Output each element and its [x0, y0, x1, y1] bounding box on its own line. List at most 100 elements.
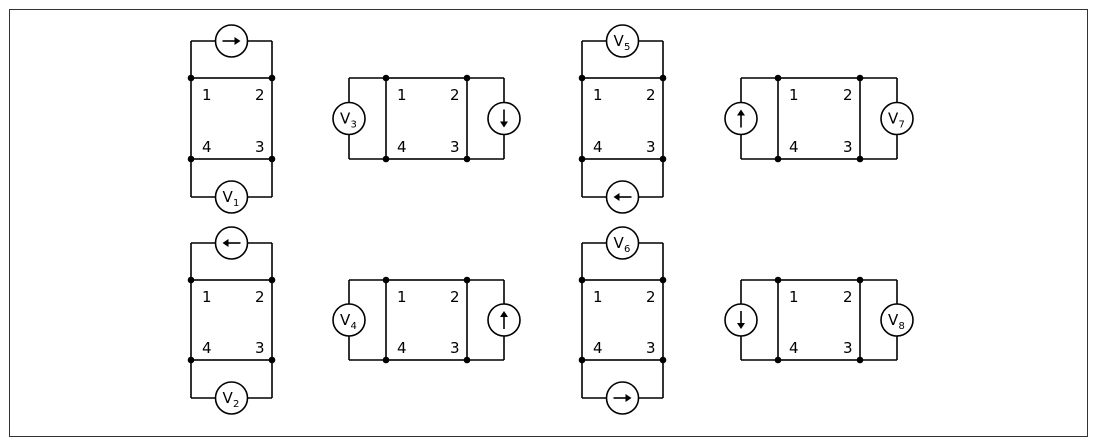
contact-node — [659, 74, 667, 82]
contact-node — [382, 276, 390, 284]
sample-square — [385, 279, 468, 361]
contact-node — [463, 155, 471, 163]
corner-label-2: 2 — [255, 288, 265, 306]
voltmeter-symbol: V — [888, 311, 899, 329]
corner-label-1: 1 — [397, 86, 407, 104]
figure-frame — [9, 9, 1088, 437]
contact-node — [578, 356, 586, 364]
arrow-head — [234, 37, 241, 45]
voltmeter-subscript: 6 — [624, 244, 630, 255]
corner-label-4: 4 — [202, 339, 212, 357]
corner-label-1: 1 — [202, 288, 212, 306]
corner-label-4: 4 — [789, 138, 799, 156]
sample-square — [190, 77, 273, 160]
corner-label-2: 2 — [255, 86, 265, 104]
sample-square — [385, 77, 468, 160]
contact-node — [463, 276, 471, 284]
corner-label-2: 2 — [843, 86, 853, 104]
contact-node — [382, 74, 390, 82]
contact-node — [856, 155, 864, 163]
voltmeter-subscript: 3 — [351, 120, 357, 131]
current-source-right-arrow-icon — [605, 381, 640, 415]
voltmeter-symbol: V — [223, 188, 234, 206]
contact-node — [463, 356, 471, 364]
contact-node — [187, 276, 195, 284]
voltmeter-symbol: V — [614, 234, 625, 252]
corner-label-3: 3 — [450, 339, 460, 357]
contact-node — [382, 356, 390, 364]
contact-node — [187, 155, 195, 163]
voltmeter-subscript: 5 — [624, 42, 630, 53]
voltmeter-circle — [605, 226, 640, 260]
sample-square — [581, 279, 664, 361]
arrow-head — [500, 311, 508, 317]
sample-square — [581, 77, 664, 160]
arrow-head — [222, 239, 229, 247]
arrow-head — [500, 121, 508, 128]
corner-label-4: 4 — [789, 339, 799, 357]
current-source-up-arrow-icon — [724, 101, 758, 136]
contact-node — [659, 356, 667, 364]
corner-label-3: 3 — [255, 339, 265, 357]
voltmeter-symbol: V — [340, 110, 351, 128]
voltmeter-symbol: V — [223, 389, 234, 407]
contact-node — [268, 155, 276, 163]
contact-node — [578, 276, 586, 284]
current-source-left-arrow-icon — [605, 180, 640, 214]
corner-label-1: 1 — [789, 86, 799, 104]
contact-node — [856, 74, 864, 82]
voltmeter-subscript: 7 — [899, 120, 905, 131]
arrow-head — [625, 394, 632, 402]
corner-label-1: 1 — [593, 288, 603, 306]
current-source-left-arrow-icon — [214, 226, 249, 260]
voltmeter-symbol: V — [888, 110, 899, 128]
corner-label-2: 2 — [450, 288, 460, 306]
contact-node — [774, 356, 782, 364]
voltmeter-subscript: 8 — [899, 321, 905, 332]
corner-label-2: 2 — [450, 86, 460, 104]
corner-label-2: 2 — [646, 86, 656, 104]
contact-node — [774, 155, 782, 163]
corner-label-4: 4 — [397, 138, 407, 156]
voltmeter-subscript: 2 — [233, 399, 239, 410]
sample-square — [777, 77, 861, 160]
contact-node — [268, 74, 276, 82]
contact-node — [463, 74, 471, 82]
corner-label-4: 4 — [202, 138, 212, 156]
voltmeter-circle — [214, 381, 249, 415]
corner-label-1: 1 — [397, 288, 407, 306]
contact-node — [659, 276, 667, 284]
corner-label-2: 2 — [843, 288, 853, 306]
current-source-up-arrow-icon — [487, 303, 521, 337]
corner-label-3: 3 — [646, 138, 656, 156]
voltmeter-subscript: 1 — [233, 198, 239, 209]
corner-label-3: 3 — [843, 138, 853, 156]
contact-node — [578, 74, 586, 82]
voltmeter-circle — [214, 180, 249, 214]
voltmeter-circle — [605, 24, 640, 58]
contact-node — [382, 155, 390, 163]
arrow-head — [613, 193, 620, 201]
voltmeter-symbol: V — [340, 311, 351, 329]
corner-label-3: 3 — [646, 339, 656, 357]
voltmeter-circle — [880, 101, 914, 136]
sample-square — [777, 279, 861, 361]
corner-label-4: 4 — [593, 339, 603, 357]
voltmeter-symbol: V — [614, 32, 625, 50]
corner-label-1: 1 — [789, 288, 799, 306]
voltmeter-subscript: 4 — [351, 321, 357, 332]
contact-node — [268, 356, 276, 364]
